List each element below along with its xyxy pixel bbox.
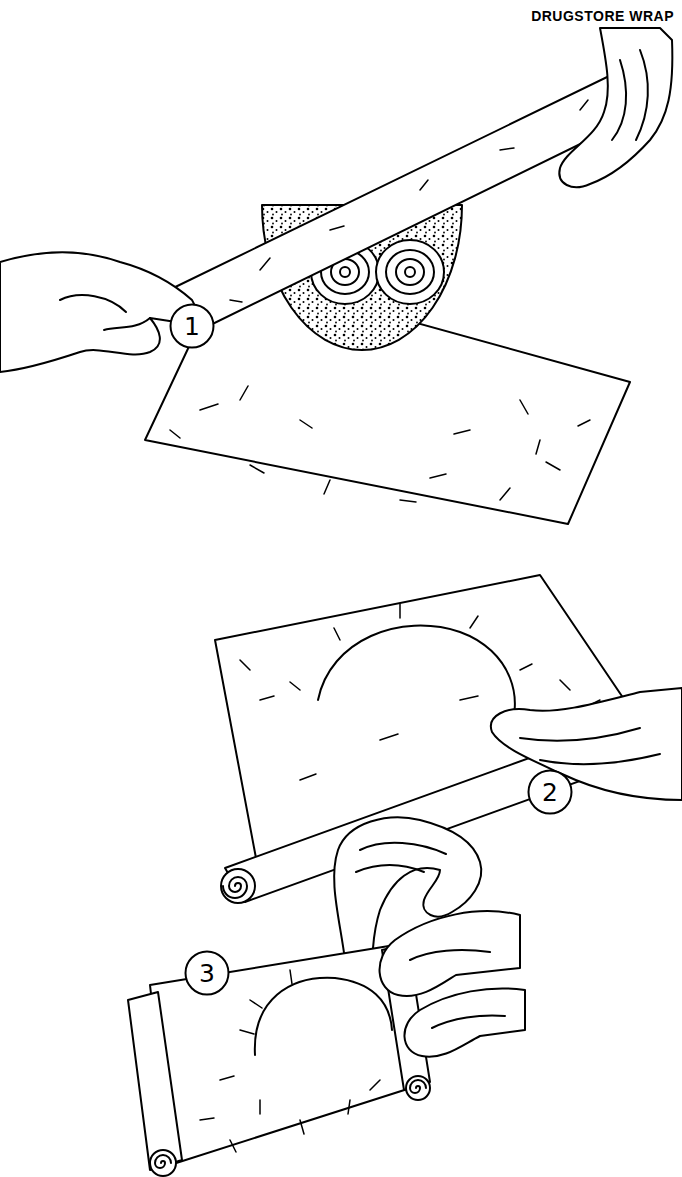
paper-roll xyxy=(128,992,182,1170)
roll-spiral xyxy=(155,1155,171,1168)
hand xyxy=(380,911,520,996)
step-number-circle: 1 xyxy=(169,303,215,349)
paper-crinkle xyxy=(170,386,590,502)
food-swirl xyxy=(386,250,434,294)
hand-line xyxy=(520,728,660,764)
food-outline xyxy=(318,626,515,740)
hand xyxy=(559,28,672,187)
step-number: 3 xyxy=(199,961,215,986)
circle-outline xyxy=(171,305,214,348)
step-number-circle: 3 xyxy=(184,950,230,996)
paper-sheet xyxy=(150,945,420,1165)
roll-end xyxy=(150,1150,176,1176)
hand xyxy=(404,988,525,1056)
roll-end xyxy=(221,869,255,903)
title-label: DRUGSTORE WRAP xyxy=(531,8,674,24)
step-number: 2 xyxy=(542,780,558,805)
paper-crinkle xyxy=(200,970,380,1152)
food-outline xyxy=(255,978,392,1055)
step-number-circle: 2 xyxy=(527,769,573,815)
paper-crinkle xyxy=(230,100,588,302)
step-number: 1 xyxy=(184,314,200,339)
hand xyxy=(0,252,195,372)
circle-outline xyxy=(529,771,572,814)
hand-line xyxy=(60,295,150,330)
food-swirl xyxy=(340,267,350,277)
hand-line xyxy=(356,843,446,872)
food-swirl xyxy=(376,240,444,304)
paper-flap xyxy=(165,62,662,336)
roll-spiral xyxy=(410,1080,426,1093)
roll-spiral xyxy=(223,877,247,898)
food-swirl xyxy=(396,259,424,285)
food-swirl xyxy=(405,267,415,277)
hand xyxy=(491,688,682,800)
hand-line xyxy=(612,50,648,140)
roll-end xyxy=(406,1076,430,1100)
hand-line xyxy=(410,950,505,1028)
circle-outline xyxy=(186,952,229,995)
